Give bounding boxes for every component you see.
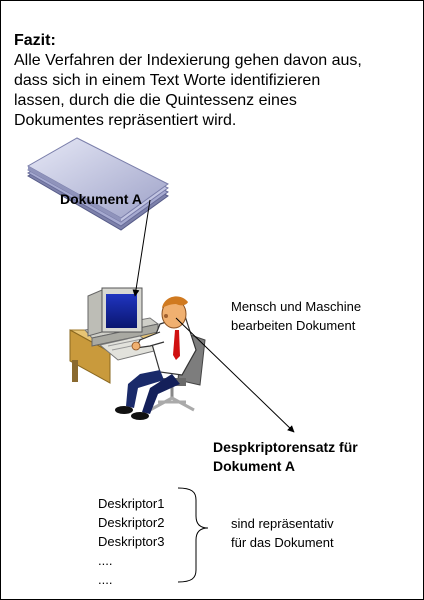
descriptor-set-line1: Despkriptorensatz für [213, 439, 358, 455]
slide-heading: Fazit: [14, 32, 56, 49]
intro-line: dass sich in einem Text Worte identifizi… [14, 72, 321, 89]
descriptor-set-line2: Dokument A [213, 458, 295, 474]
arrow-processing-to-descriptors [175, 317, 295, 433]
descriptor-item: Deskriptor1 [98, 496, 165, 511]
descriptor-item: .... [98, 553, 113, 568]
human-machine-line2: bearbeiten Dokument [231, 318, 356, 333]
representative-line1: sind repräsentativ [231, 516, 334, 531]
intro-line: Dokumentes repräsentiert wird. [14, 112, 237, 129]
intro-line: Alle Verfahren der Indexierung gehen dav… [14, 52, 362, 69]
document-stack-icon [26, 137, 169, 231]
document-label: Dokument A [60, 191, 142, 207]
descriptor-item: Deskriptor3 [98, 534, 165, 549]
curly-brace-icon [177, 487, 209, 583]
person-icon [115, 296, 206, 420]
descriptor-item: .... [98, 572, 113, 587]
descriptor-item: Deskriptor2 [98, 515, 165, 530]
arrow-document-to-computer [132, 199, 151, 297]
representative-line2: für das Dokument [231, 535, 334, 550]
human-machine-line1: Mensch und Maschine [231, 299, 362, 314]
intro-line: lassen, durch die die Quintessenz eines [14, 92, 297, 109]
intro-text: Alle Verfahren der Indexierung gehen dav… [14, 51, 414, 131]
